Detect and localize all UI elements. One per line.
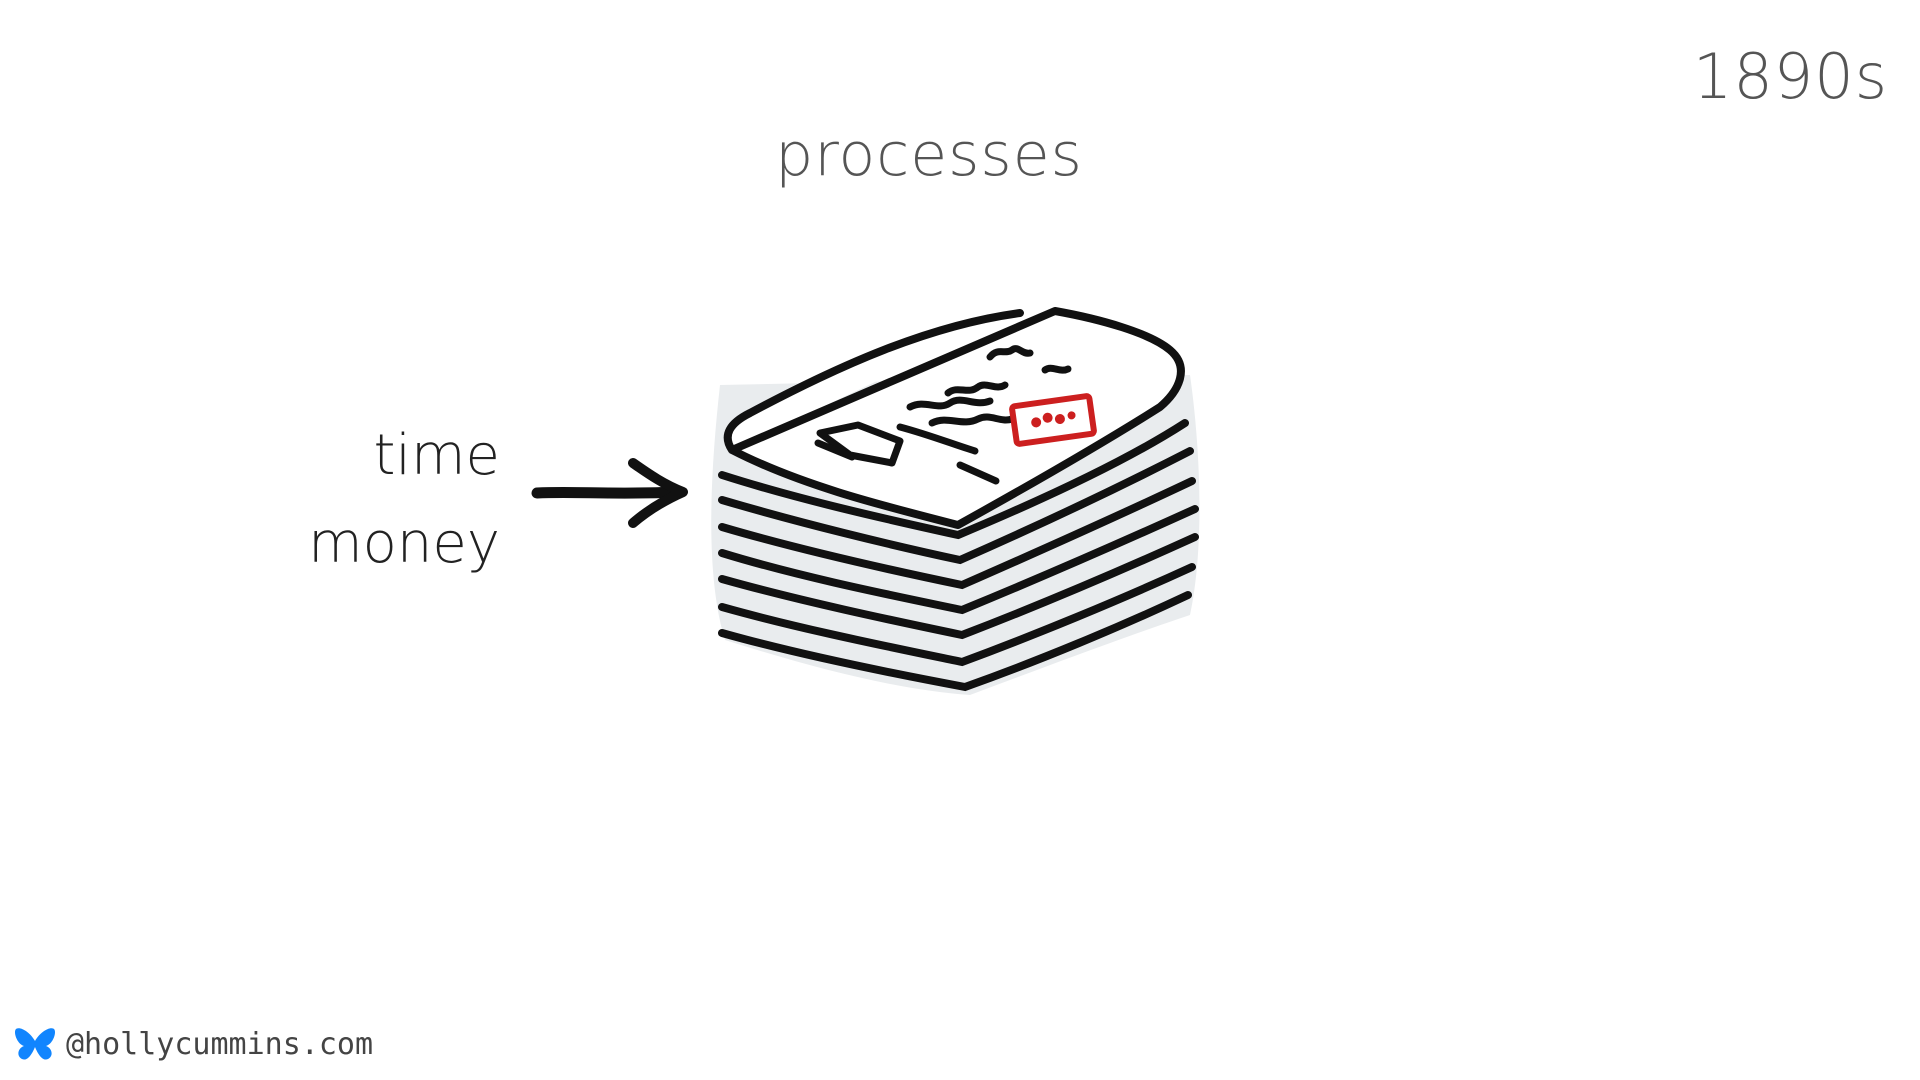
year-label: 1890s <box>1692 40 1888 113</box>
arrow-icon <box>531 458 688 528</box>
butterfly-icon <box>14 1028 56 1060</box>
slide-title: processes <box>775 120 1083 190</box>
paper-stack-illustration <box>711 307 1200 695</box>
input-labels: time money <box>240 412 500 588</box>
label-money: money <box>308 511 500 576</box>
author-handle[interactable]: @hollycummins.com <box>66 1026 374 1062</box>
footer: @hollycummins.com <box>14 1026 373 1062</box>
label-time: time <box>373 423 500 488</box>
